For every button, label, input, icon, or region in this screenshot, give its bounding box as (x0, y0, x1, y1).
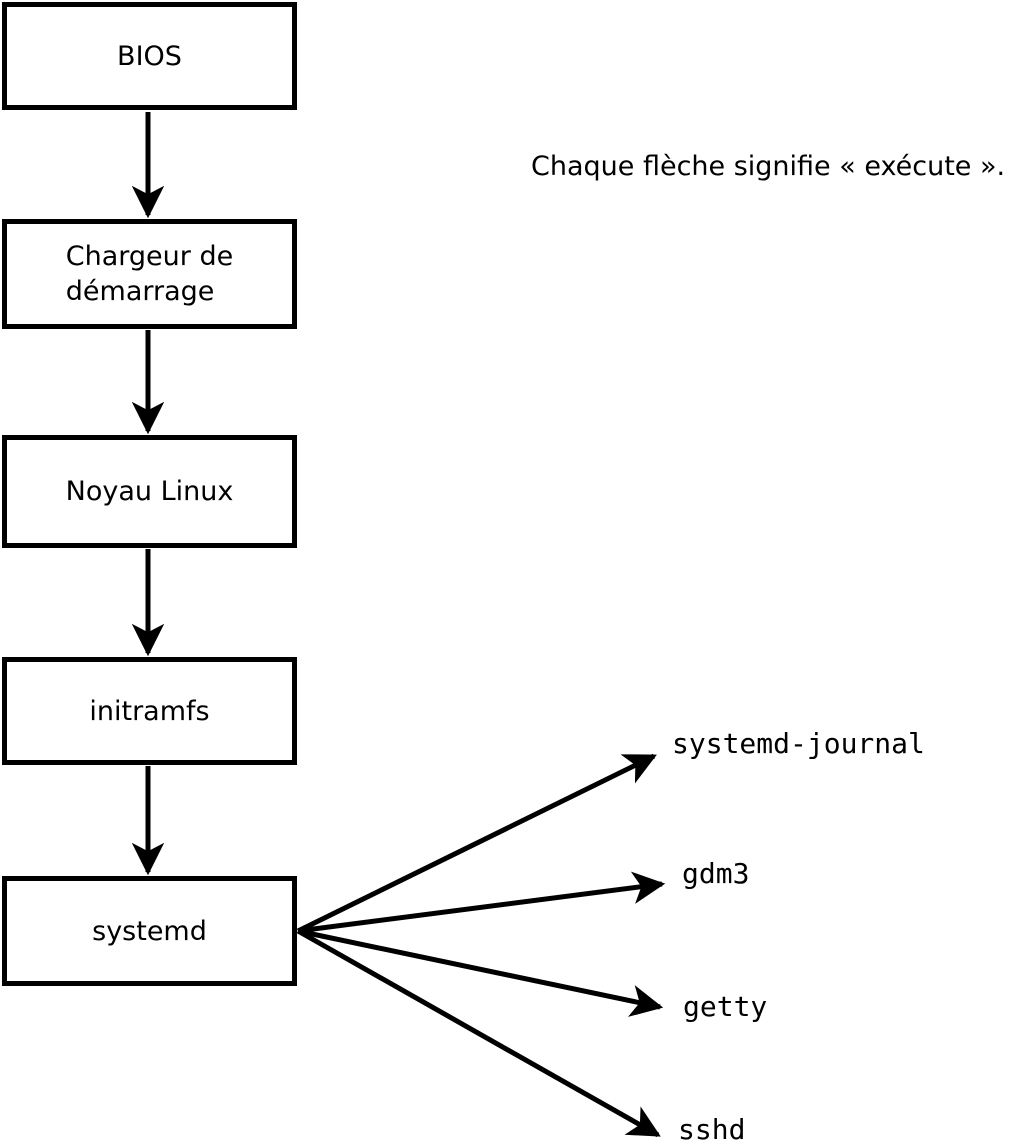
label-gdm3: gdm3 (682, 857, 750, 890)
box-kernel-label: Noyau Linux (65, 476, 234, 507)
arrow-systemd-to-sshd (296, 928, 661, 1138)
box-kernel: Noyau Linux (2, 435, 297, 548)
arrow-systemd-to-journal (296, 753, 657, 934)
box-initramfs-label: initramfs (89, 695, 210, 727)
box-initramfs: initramfs (2, 657, 297, 765)
arrow-systemd-to-gdm3 (297, 871, 666, 934)
box-bootloader-label: Chargeur de démarrage (65, 241, 234, 307)
box-systemd: systemd (2, 876, 297, 986)
label-sshd: sshd (678, 1113, 746, 1144)
legend-note: Chaque flèche signifie « exécute ». (531, 151, 1006, 182)
box-bios: BIOS (2, 2, 297, 110)
label-getty: getty (683, 990, 768, 1023)
arrow-systemd-to-getty (297, 928, 664, 1017)
label-systemd-journal: systemd-journal (672, 727, 925, 760)
box-systemd-label: systemd (92, 915, 207, 947)
box-bios-label: BIOS (117, 40, 182, 72)
box-bootloader: Chargeur de démarrage (2, 219, 297, 329)
